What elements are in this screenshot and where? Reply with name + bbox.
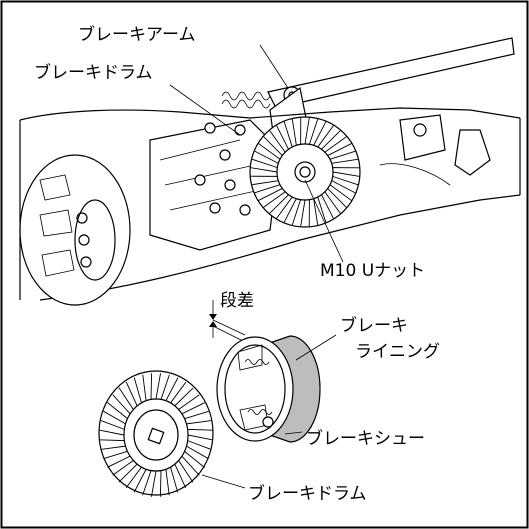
leader-lines bbox=[169, 44, 344, 489]
label-m10-u-nut: M10 Uナット bbox=[320, 261, 425, 281]
label-brake-shoe: ブレーキシュー bbox=[306, 428, 425, 449]
label-step: 段差 bbox=[220, 291, 254, 311]
label-brake-drum-top: ブレーキドラム bbox=[34, 62, 153, 83]
label-brake-drum-bottom: ブレーキドラム bbox=[248, 483, 367, 504]
brake-drum-lower bbox=[98, 370, 214, 497]
step-marker bbox=[209, 300, 246, 343]
label-brake-arm: ブレーキアーム bbox=[78, 24, 195, 45]
label-brake-lining-line1: ブレーキ bbox=[340, 315, 408, 336]
brake-drum-upper bbox=[249, 116, 361, 228]
label-brake-lining-line2: ライニング bbox=[355, 342, 440, 362]
brake-shoe-assembly bbox=[216, 335, 321, 443]
engine-assembly bbox=[19, 37, 521, 306]
